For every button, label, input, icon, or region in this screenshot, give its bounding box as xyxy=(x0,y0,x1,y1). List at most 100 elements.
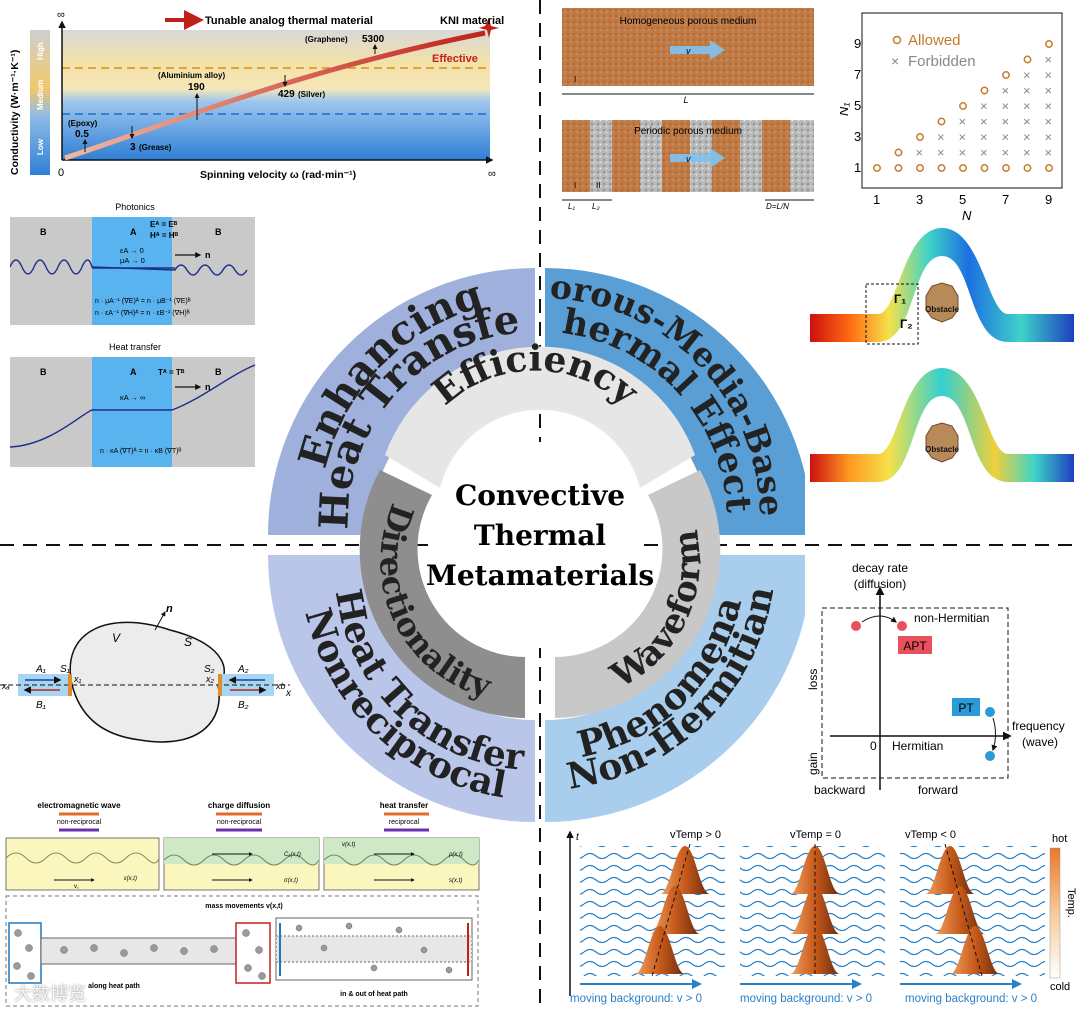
svg-text:v(x,t): v(x,t) xyxy=(342,842,355,848)
allowed-point xyxy=(916,133,924,141)
svg-text:frequency: frequency xyxy=(1012,719,1065,733)
svg-text:ε(x,t): ε(x,t) xyxy=(124,876,137,882)
svg-text:L₂: L₂ xyxy=(592,202,600,211)
x-tick-label: 7 xyxy=(1002,192,1009,207)
outer-quadrant-br xyxy=(545,555,805,822)
allowed-point xyxy=(937,164,946,172)
svg-text:Hᴬ = Hᴮ: Hᴬ = Hᴮ xyxy=(150,231,179,240)
svg-text:Photonics: Photonics xyxy=(115,202,155,212)
svg-text:B₂: B₂ xyxy=(238,700,249,711)
forbidden-point: × xyxy=(959,130,967,145)
forbidden-point: × xyxy=(1045,130,1053,145)
nonhermitian-chart: decay rate (diffusion) frequency (wave) … xyxy=(806,561,1065,797)
forbidden-point: × xyxy=(959,114,967,129)
x-tick-label: 1 xyxy=(873,192,880,207)
svg-text:I: I xyxy=(574,75,576,84)
svg-text:σ(x,t): σ(x,t) xyxy=(284,878,298,884)
svg-text:3: 3 xyxy=(130,142,136,153)
svg-text:Spinning velocity ω (rad·min⁻¹: Spinning velocity ω (rad·min⁻¹) xyxy=(200,169,356,181)
svg-text:cold: cold xyxy=(1050,981,1070,993)
legend-forbidden: Forbidden xyxy=(908,53,976,70)
svg-text:reciprocal: reciprocal xyxy=(389,819,420,826)
svg-text:S₂: S₂ xyxy=(204,664,215,675)
svg-text:B: B xyxy=(40,367,47,377)
forbidden-point: × xyxy=(1002,83,1010,98)
nonreciprocal-geometry: n V S S₁ S₂ A₁ A₂ B₁ B₂ xₐ x₁ x₂ xb x xyxy=(0,603,292,743)
outer-quadrant-bl xyxy=(268,555,535,822)
svg-text:D=L/N: D=L/N xyxy=(766,202,789,211)
forbidden-point: × xyxy=(1023,83,1031,98)
y-tick-label: 9 xyxy=(854,36,861,51)
forbidden-point: × xyxy=(937,145,945,160)
center-line1: Convective xyxy=(455,479,625,512)
svg-text:A: A xyxy=(130,367,137,377)
allowed-forbidden-chart: ×××××××××××××××××××××××××××× Allowed × F… xyxy=(840,12,1063,223)
central-ring-diagram: Enhancing Heat Transfer Porous-Media-Bas… xyxy=(265,265,805,822)
forbidden-point: × xyxy=(1045,99,1053,114)
legend-forbidden-marker: × xyxy=(891,53,899,69)
allowed-point xyxy=(1002,164,1010,172)
forbidden-point: × xyxy=(1002,114,1010,129)
svg-text:non-reciprocal: non-reciprocal xyxy=(57,819,102,826)
svg-text:x₂: x₂ xyxy=(205,674,215,684)
svg-text:Temp.: Temp. xyxy=(1065,888,1077,918)
svg-text:μA → 0: μA → 0 xyxy=(120,256,145,265)
svg-text:Low: Low xyxy=(36,138,45,155)
svg-text:N: N xyxy=(962,208,972,223)
svg-text:A₂: A₂ xyxy=(237,664,249,675)
forbidden-point: × xyxy=(916,145,924,160)
forbidden-point: × xyxy=(1023,130,1031,145)
svg-text:heat transfer: heat transfer xyxy=(380,801,428,810)
svg-text:B: B xyxy=(215,227,222,237)
allowed-point xyxy=(873,164,881,172)
legend-allowed: Allowed xyxy=(908,32,961,49)
svg-text:High: High xyxy=(36,42,45,60)
svg-text:n · κA (∇T)ᴬ = n · κB (∇T)ᴮ: n · κA (∇T)ᴬ = n · κB (∇T)ᴮ xyxy=(100,447,181,455)
forbidden-point: × xyxy=(1023,145,1031,160)
svg-text:L₁: L₁ xyxy=(568,202,575,211)
svg-text:Eᴬ = Eᴮ: Eᴬ = Eᴮ xyxy=(150,220,178,229)
svg-text:moving background: v > 0: moving background: v > 0 xyxy=(905,993,1037,1005)
svg-text:PT: PT xyxy=(958,701,974,715)
x-tick-label: 9 xyxy=(1045,192,1052,207)
inner-segment-directionality xyxy=(359,470,525,718)
forbidden-point: × xyxy=(959,145,967,160)
svg-text:(Aluminium alloy): (Aluminium alloy) xyxy=(158,71,225,80)
svg-text:Effective: Effective xyxy=(432,53,478,65)
svg-text:0: 0 xyxy=(58,167,64,179)
svg-text:(Silver): (Silver) xyxy=(298,90,325,99)
inner-segment-efficiency xyxy=(385,346,695,488)
outer-quadrant-tr xyxy=(545,268,805,535)
svg-text:Homogeneous porous medium: Homogeneous porous medium xyxy=(620,16,757,27)
svg-text:n: n xyxy=(205,250,211,260)
outer-quadrant-tl xyxy=(268,268,535,535)
svg-text:A: A xyxy=(130,227,137,237)
legend-allowed-marker xyxy=(892,35,902,45)
allowed-point xyxy=(1045,164,1053,172)
allowed-point xyxy=(937,117,946,126)
svg-text:L: L xyxy=(683,95,688,105)
svg-text:n: n xyxy=(205,382,211,392)
svg-text:x: x xyxy=(285,688,292,699)
allowed-point xyxy=(959,102,967,110)
svg-text:∞: ∞ xyxy=(57,9,65,21)
svg-text:A₁: A₁ xyxy=(35,664,46,675)
forbidden-point: × xyxy=(1045,145,1053,160)
obstacle-flow-panel: Obstacle Γ₁ Γ₂ Obstacle xyxy=(810,228,1074,482)
svg-text:vTemp = 0: vTemp = 0 xyxy=(790,829,841,841)
svg-text:along heat path: along heat path xyxy=(88,983,140,990)
svg-text:∞: ∞ xyxy=(488,168,496,180)
x-tick-label: 3 xyxy=(916,192,923,207)
svg-text:xb: xb xyxy=(275,681,286,691)
svg-text:s(x,t): s(x,t) xyxy=(449,878,462,884)
forbidden-point: × xyxy=(1002,99,1010,114)
porous-media-panel: Homogeneous porous medium v I L Periodic… xyxy=(562,8,814,211)
svg-text:decay rate: decay rate xyxy=(852,561,908,575)
svg-text:n: n xyxy=(166,603,173,615)
y-tick-label: 5 xyxy=(854,98,861,113)
svg-text:mass movements v(x,t): mass movements v(x,t) xyxy=(205,903,282,910)
svg-text:non-reciprocal: non-reciprocal xyxy=(217,819,262,826)
svg-text:backward: backward xyxy=(814,783,865,797)
forbidden-point: × xyxy=(1045,114,1053,129)
allowed-point xyxy=(1023,55,1032,64)
